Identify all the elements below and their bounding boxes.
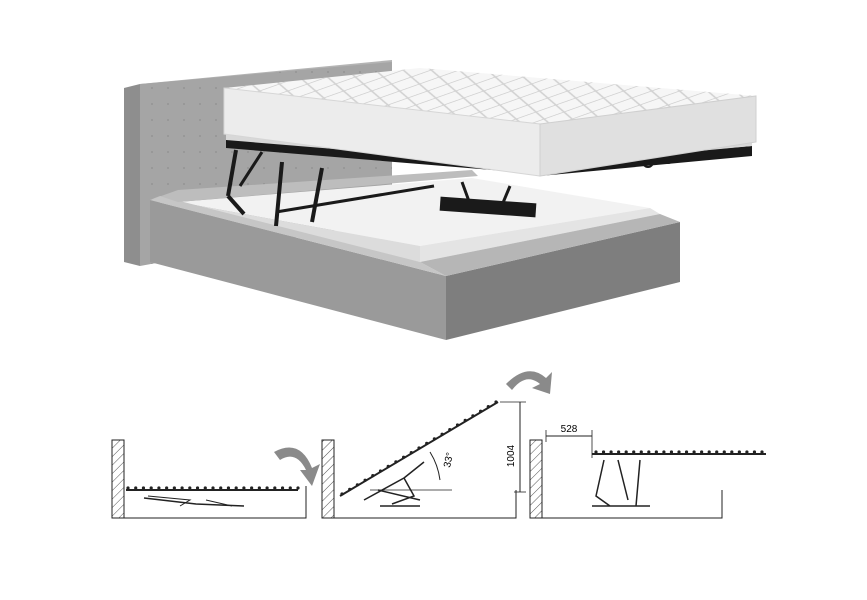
slat — [745, 450, 749, 454]
slat — [624, 450, 628, 454]
drawing-open: 33° 1004 — [321, 371, 552, 519]
slat — [639, 450, 643, 454]
slat — [378, 469, 383, 473]
slat — [752, 450, 757, 454]
slat — [203, 486, 207, 490]
slat — [455, 423, 460, 427]
slat — [440, 432, 444, 436]
slat — [141, 486, 146, 490]
slat — [273, 486, 277, 490]
slat — [257, 486, 261, 490]
box-outline — [333, 490, 517, 519]
mechanism-forward — [592, 459, 650, 507]
rotate-arrow-icon — [274, 447, 320, 486]
drawing-slid: 528 — [529, 424, 766, 519]
slat — [707, 450, 711, 454]
slat — [172, 486, 176, 490]
slat — [195, 486, 200, 490]
slat — [355, 483, 359, 487]
slat — [479, 409, 483, 413]
slat — [486, 405, 490, 409]
slat — [386, 464, 390, 468]
slat — [149, 486, 153, 490]
slat — [647, 450, 651, 454]
slat — [296, 486, 300, 490]
slat — [463, 418, 467, 422]
slat — [180, 486, 184, 490]
drawing-closed — [111, 439, 320, 519]
slat — [684, 450, 689, 454]
slat — [594, 450, 598, 454]
slat — [617, 450, 621, 454]
slat — [632, 450, 636, 454]
headboard-section — [111, 439, 125, 519]
box-outline — [541, 490, 723, 519]
slat — [692, 450, 696, 454]
slat — [219, 486, 223, 490]
slats — [594, 450, 764, 454]
slat — [348, 487, 352, 491]
slat — [363, 478, 367, 482]
slat — [448, 428, 452, 432]
bed-render — [124, 60, 757, 340]
slat — [677, 450, 681, 454]
slat — [402, 455, 406, 459]
slat — [250, 486, 254, 490]
slat — [730, 450, 734, 454]
slat — [265, 486, 269, 490]
slat — [737, 450, 741, 454]
headboard-section — [529, 439, 543, 519]
slat — [417, 446, 421, 450]
slat — [715, 450, 719, 454]
mattress — [223, 68, 757, 177]
slats — [340, 400, 498, 496]
box-outline — [123, 486, 307, 519]
height-label: 1004 — [506, 444, 517, 467]
slat — [288, 486, 292, 490]
slat — [425, 441, 429, 445]
angle-label: 33° — [442, 452, 456, 469]
slat — [188, 486, 192, 490]
rotate-arrow-icon — [506, 371, 552, 394]
storage-box-left-side — [150, 200, 446, 340]
slat — [157, 486, 161, 490]
slat — [371, 474, 375, 478]
slat — [654, 450, 658, 454]
slat — [662, 450, 666, 454]
slat — [234, 486, 238, 490]
slat — [609, 450, 613, 454]
slat — [432, 437, 436, 441]
mechanism-extended — [363, 461, 425, 505]
slat — [409, 451, 413, 455]
storage-box-floor — [178, 178, 650, 246]
angle-arc — [429, 451, 441, 481]
slat — [126, 486, 130, 490]
slat — [211, 486, 215, 490]
depth-label: 528 — [561, 424, 578, 435]
slat — [760, 450, 764, 454]
headboard-section — [321, 439, 335, 519]
slat — [134, 486, 138, 490]
slat — [165, 486, 169, 490]
slat — [471, 414, 475, 418]
slat — [394, 460, 398, 464]
storage-box-rim — [150, 196, 446, 276]
slat — [242, 486, 246, 490]
slat — [494, 400, 498, 404]
slat — [669, 450, 674, 454]
slat — [226, 486, 231, 490]
slat — [700, 450, 704, 454]
slats — [126, 486, 300, 490]
slat — [340, 492, 344, 496]
slat — [601, 450, 606, 454]
slat — [280, 486, 285, 490]
storage-box-right-side — [446, 222, 680, 340]
slat — [722, 450, 726, 454]
